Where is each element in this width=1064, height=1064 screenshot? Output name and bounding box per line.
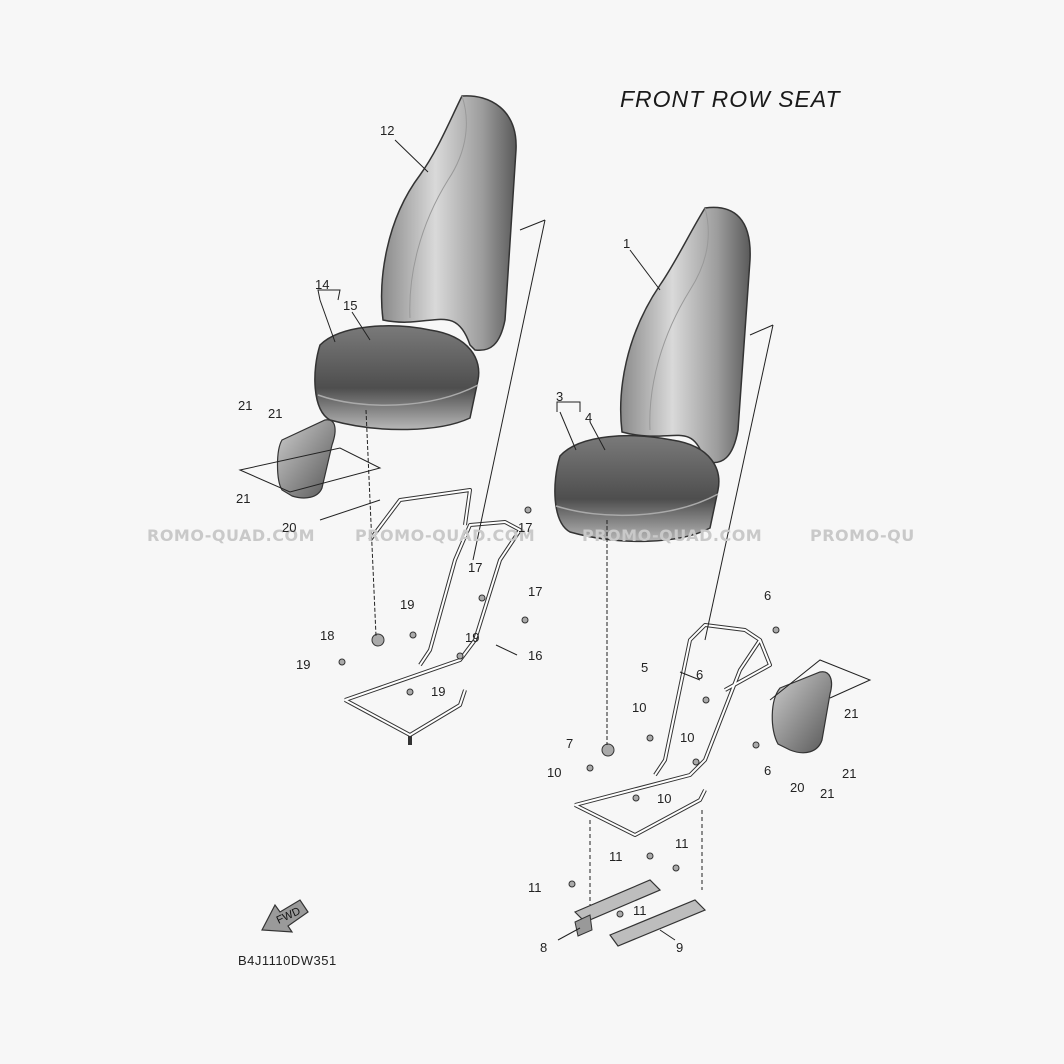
left-seat-backrest [380, 95, 517, 352]
callout-15: 15 [343, 298, 358, 313]
leader-lines [238, 139, 872, 941]
callout-1: 1 [623, 236, 631, 251]
callout-21: 21 [236, 491, 251, 506]
callout-6: 6 [764, 588, 772, 603]
hardware [338, 506, 780, 918]
diagram-code: B4J1110DW351 [238, 953, 337, 968]
left-seat-cushion [314, 325, 480, 431]
watermark: ROMO-QUAD.COM [147, 526, 315, 545]
right-seat-backrest [619, 206, 751, 464]
right-side-panel [771, 671, 833, 754]
callout-19: 19 [431, 684, 446, 699]
callout-10: 10 [547, 765, 562, 780]
callout-12: 12 [380, 123, 395, 138]
callout-10: 10 [657, 791, 672, 806]
right-seat-frame [574, 623, 772, 837]
callout-11: 11 [633, 903, 647, 918]
callout-11: 11 [609, 849, 623, 864]
callout-7: 7 [566, 736, 574, 751]
callout-20: 20 [282, 520, 297, 535]
callout-11: 11 [675, 836, 689, 851]
callout-21: 21 [844, 706, 859, 721]
left-side-panel [276, 419, 336, 499]
callout-10: 10 [632, 700, 647, 715]
callout-20: 20 [790, 780, 805, 795]
callout-17: 17 [518, 520, 533, 535]
callout-6: 6 [764, 763, 772, 778]
fwd-arrow [261, 899, 309, 933]
right-seat-cushion [554, 434, 720, 543]
callout-9: 9 [676, 940, 684, 955]
diagram-title: FRONT ROW SEAT [620, 86, 841, 112]
callout-17: 17 [468, 560, 483, 575]
callout-19: 19 [296, 657, 311, 672]
callout-21: 21 [842, 766, 857, 781]
callout-14: 14 [315, 277, 330, 292]
callout-18: 18 [320, 628, 335, 643]
callout-6: 6 [696, 667, 704, 682]
callout-16: 16 [528, 648, 543, 663]
callout-21: 21 [238, 398, 253, 413]
callout-10: 10 [680, 730, 695, 745]
callout-4: 4 [585, 410, 593, 425]
watermark: PROMO-QUAD.COM [355, 526, 536, 545]
callout-3: 3 [556, 389, 564, 404]
seat-rail-left [573, 879, 662, 937]
callout-21: 21 [820, 786, 835, 801]
callout-21: 21 [268, 406, 283, 421]
watermark: PROMO-QU [810, 526, 915, 545]
callout-17: 17 [528, 584, 543, 599]
callout-11: 11 [528, 880, 542, 895]
callout-8: 8 [540, 940, 548, 955]
callout-19: 19 [465, 630, 480, 645]
watermark: PROMO-QUAD.COM [582, 526, 763, 545]
callout-19: 19 [400, 597, 415, 612]
callout-5: 5 [641, 660, 649, 675]
seat-rail-right [609, 899, 707, 947]
